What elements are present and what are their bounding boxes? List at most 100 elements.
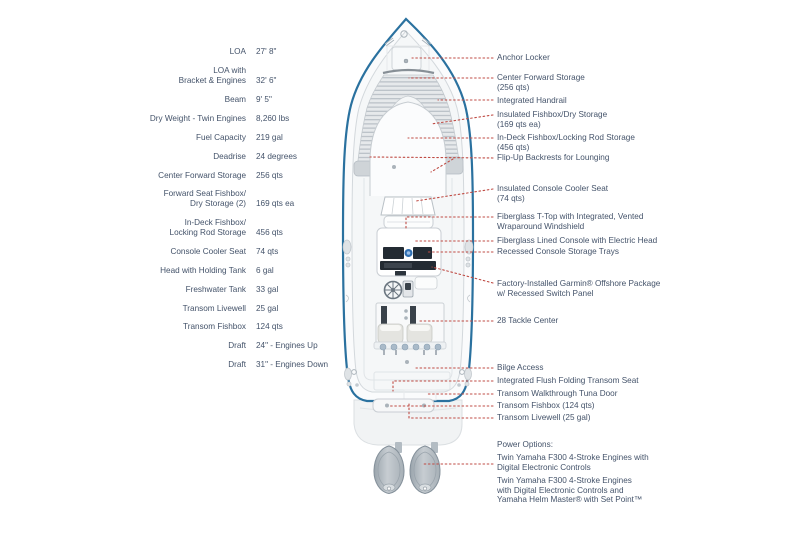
spec-label-line: Head with Holding Tank [160,266,246,275]
spec-label-line: In-Deck Fishbox/ [184,218,246,227]
spec-value: 6 gal [256,266,274,275]
spec-value: 9' 5" [256,95,272,104]
spec-label-line: LOA [229,47,246,56]
spec-value: 25 gal [256,304,279,313]
spec-label-line: Dry Weight - Twin Engines [149,114,246,123]
spec-label-line: Locking Rod Storage [169,227,246,237]
seat-back [410,306,416,331]
spec-value: 74 qts [256,247,279,256]
spec-label-line: Center Forward Storage [158,171,246,180]
spec-label-line: Transom Livewell [182,304,246,313]
callout-line: Integrated Handrail [497,96,567,105]
callout-line: Integrated Flush Folding Transom Seat [497,376,639,385]
callout-line: Twin Yamaha F300 4-Stroke Engines [497,476,632,485]
callout: Transom Walkthrough Tuna Door [497,389,687,399]
spec-value: 124 qts [256,322,283,331]
mfd-screen [383,247,404,259]
spec-label: Transom Livewell [60,304,246,314]
leader-line [430,114,494,125]
spec-label: Console Cooler Seat [60,247,246,257]
spec-label: Freshwater Tank [60,285,246,295]
bow-backrest-cap [382,68,435,75]
spec-label-line: Transom Fishbox [183,322,246,331]
center-console [376,196,442,277]
deck-bolt [385,403,389,408]
spec-value: 33 gal [256,285,279,294]
callout-line: (256 qts) [497,82,530,92]
callout: Anchor Locker [497,53,687,63]
deck-bolt [403,58,409,64]
in-deck-storage-arch [369,101,447,196]
callout: 28 Tackle Center [497,316,687,326]
callout-line: Bilge Access [497,363,544,372]
navigation-light-icon [400,30,408,38]
steering-wheel-icon [383,280,403,300]
spec-label-line: Draft [228,341,246,350]
gunwale-hardware [342,239,474,387]
callout-line: Anchor Locker [497,53,550,62]
leader-lines [369,57,494,465]
spec-label-line: Fuel Capacity [195,133,246,142]
callout: Flip-Up Backrests for Lounging [497,153,687,163]
spec-label-line: Draft [228,360,246,369]
leader-line [415,188,494,202]
spec-label: Draft [60,341,246,351]
callout-line: Insulated Console Cooler Seat [497,184,609,193]
spec-label: Center Forward Storage [60,171,246,181]
spec-label: Head with Holding Tank [60,266,246,276]
midship-cleat-icon [467,294,471,303]
callout: Integrated Flush Folding Transom Seat [497,376,687,386]
callout-line: Yamaha Helm Master® with Set Point™ [497,495,643,504]
callout: Bilge Access [497,363,687,373]
leader-line [408,403,494,419]
callout-line: w/ Recessed Switch Panel [497,288,594,298]
callout-line: Insulated Fishbox/Dry Storage [497,110,608,119]
callout-line: (456 qts) [497,142,530,152]
callout-line: Transom Walkthrough Tuna Door [497,389,618,398]
callout-line: Power Options: [497,440,553,449]
leader-line [392,380,494,392]
callout-line: Center Forward Storage [497,73,585,82]
cockpit-inner-line [363,178,453,381]
callout-line: Wraparound Windshield [497,221,585,231]
callout-line: (169 qts ea) [497,119,541,129]
spec-label: Beam [60,95,246,105]
spec-label: Forward Seat Fishbox/Dry Storage (2) [60,189,246,208]
spec-label-line: Deadrise [213,152,246,161]
spec-label: Transom Fishbox [60,322,246,332]
spec-label: Draft [60,360,246,370]
callout: Transom Livewell (25 gal) [497,413,687,423]
callout: Factory-Installed Garmin® Offshore Packa… [497,279,687,298]
callout-line: Flip-Up Backrests for Lounging [497,153,610,162]
spec-label-line: Forward Seat Fishbox/ [163,189,246,198]
bow-cleat-icon [384,37,395,47]
callout-line: Digital Electronic Controls [497,462,591,472]
helm-shelf [414,276,438,290]
callout-line: 28 Tackle Center [497,316,559,325]
mfd-screen [413,247,432,259]
callout: Transom Fishbox (124 qts) [497,401,687,411]
callout-line: Fiberglass T-Top with Integrated, Vented [497,212,644,221]
spec-label: Fuel Capacity [60,133,246,143]
callout: Fiberglass T-Top with Integrated, Vented… [497,212,687,231]
leader-line [430,158,454,173]
leaning-post [373,302,447,355]
deck-bolt [405,360,409,364]
callout-line: Factory-Installed Garmin® Offshore Packa… [497,279,661,288]
spec-value: 24 degrees [256,152,297,161]
spec-label-line: Freshwater Tank [185,285,246,294]
spec-label-line: Console Cooler Seat [170,247,246,256]
callout-line: Recessed Console Storage Trays [497,247,619,256]
callout: Fiberglass Lined Console with Electric H… [497,236,687,246]
spec-label-line: Bracket & Engines [178,75,246,85]
spec-label: In-Deck Fishbox/Locking Rod Storage [60,218,246,237]
helm [383,276,438,300]
callout: Insulated Fishbox/Dry Storage(169 qts ea… [497,110,687,129]
spec-value: 31" - Engines Down [256,360,329,369]
bow-hardware [384,30,432,47]
leader-line [369,156,494,159]
callout-line: Twin Yamaha F300 4-Stroke Engines with [497,453,649,462]
